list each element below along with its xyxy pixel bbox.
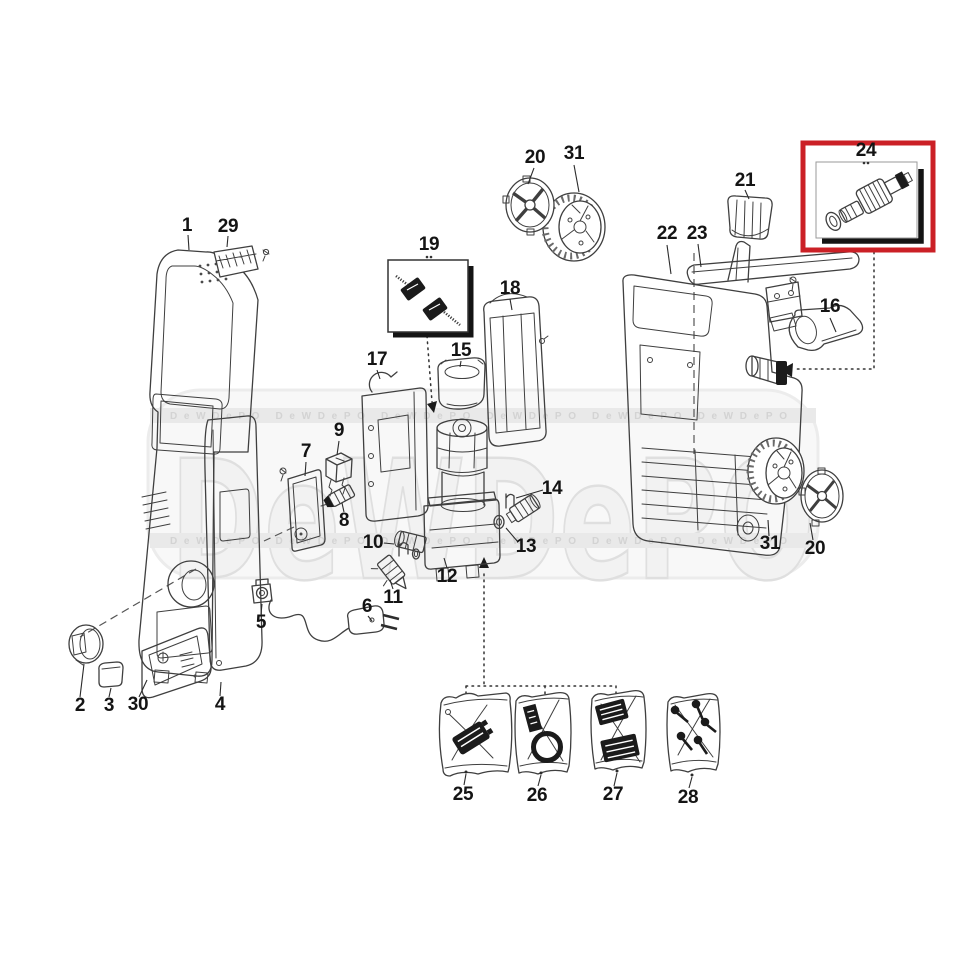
part-9-switch — [325, 452, 353, 497]
part-label-26: 26 — [526, 785, 548, 806]
inlet-fitting — [745, 355, 787, 385]
grip-dots — [198, 261, 228, 284]
part-26-kit-bag — [514, 691, 572, 775]
part-label-27: 27 — [602, 784, 624, 805]
watermark-band-top: DeWDePO DeWDePO DeWDePO DeWDePO DeWDePO … — [170, 411, 790, 422]
part-label-20-top: 20 — [524, 147, 546, 168]
part-label-25: 25 — [452, 784, 474, 805]
arrow-down-right-icon — [427, 401, 437, 413]
part-label-6: 6 — [361, 596, 373, 617]
leader-dots — [464, 769, 694, 777]
motor — [436, 418, 488, 512]
part-16-strap — [788, 304, 864, 352]
part-label-13: 13 — [515, 536, 537, 557]
part-label-18: 18 — [499, 278, 521, 299]
part-30-switch-panel — [141, 627, 212, 699]
part-21-hook — [727, 195, 773, 240]
part-8-plunger — [320, 484, 356, 508]
part-5-cable-gland — [251, 578, 273, 604]
part-24-hose-connector-kit — [800, 140, 936, 253]
part-31-wheel-bottom — [746, 437, 805, 505]
dotted-line-box24-to-inlet — [795, 251, 875, 370]
part-label-4: 4 — [214, 694, 226, 715]
part-label-11: 11 — [383, 587, 403, 608]
leader-lines — [79, 164, 837, 789]
part-18-motor-cover — [483, 293, 549, 447]
part-label-20-bottom: 20 — [804, 538, 826, 559]
part-25-kit-bag — [438, 692, 513, 777]
part-label-7: 7 — [300, 441, 312, 462]
part-11-valve — [370, 554, 407, 590]
part-label-28: 28 — [677, 787, 699, 808]
part-label-31-top: 31 — [563, 143, 585, 164]
part-label-21: 21 — [734, 170, 756, 191]
part-4-front-cover — [204, 415, 263, 671]
part-label-22: 22 — [656, 223, 678, 244]
part-19-brush-kit-box — [387, 255, 474, 338]
screws — [670, 699, 717, 755]
part-27-kit-bag — [590, 689, 647, 771]
arrow-up-icon — [479, 557, 489, 568]
part-14-outlet-fitting — [505, 494, 541, 524]
part-13-oring — [493, 493, 515, 530]
part-label-14: 14 — [541, 478, 563, 499]
dotted-line-brushes-to-motor — [426, 335, 433, 403]
watermark-band-bottom: DeWDePO DeWDePO DeWDePO DeWDePO DeWDePO … — [170, 536, 790, 547]
part-label-5: 5 — [255, 612, 267, 633]
part-label-9: 9 — [333, 420, 345, 441]
dashed-line-plate — [263, 526, 295, 542]
part-10-clip-oring — [398, 541, 421, 560]
dashed-line-cover-switch — [79, 568, 197, 638]
part-17-tank-bracket — [361, 371, 429, 522]
part-23-handle-support — [686, 240, 860, 332]
part-7-plate — [279, 467, 326, 552]
part-label-8: 8 — [338, 510, 350, 531]
part-label-29: 29 — [217, 216, 239, 237]
part-20-wheel-cap-bottom — [798, 467, 844, 527]
part-label-16: 16 — [819, 296, 841, 317]
part-29-grip-insert — [213, 245, 270, 278]
watermark-text: DeWDePO — [170, 425, 815, 617]
part-label-19: 19 — [418, 234, 440, 255]
part-label-23: 23 — [686, 223, 708, 244]
part-label-12: 12 — [436, 566, 458, 587]
part-6-power-cord — [268, 599, 400, 642]
part-label-1: 1 — [181, 215, 193, 236]
part-label-2: 2 — [74, 695, 86, 716]
part-28-kit-bag — [666, 692, 721, 773]
dotted-bracket-kits — [465, 685, 617, 700]
part-22-main-housing — [622, 274, 803, 556]
part-label-15: 15 — [450, 340, 472, 361]
part-2-knob — [68, 624, 104, 666]
part-12-pump — [394, 491, 501, 582]
part-label-30: 30 — [127, 694, 149, 715]
part-label-31-bottom: 31 — [759, 533, 781, 554]
assembly-lines — [79, 251, 875, 700]
part-label-10: 10 — [362, 532, 384, 553]
part-3-cap — [98, 661, 124, 688]
part-label-3: 3 — [103, 695, 115, 716]
part-31-wheel-top — [541, 192, 606, 262]
part-label-24: 24 — [855, 140, 877, 161]
part-15-shroud-cup — [437, 357, 486, 410]
part-label-17: 17 — [366, 349, 388, 370]
